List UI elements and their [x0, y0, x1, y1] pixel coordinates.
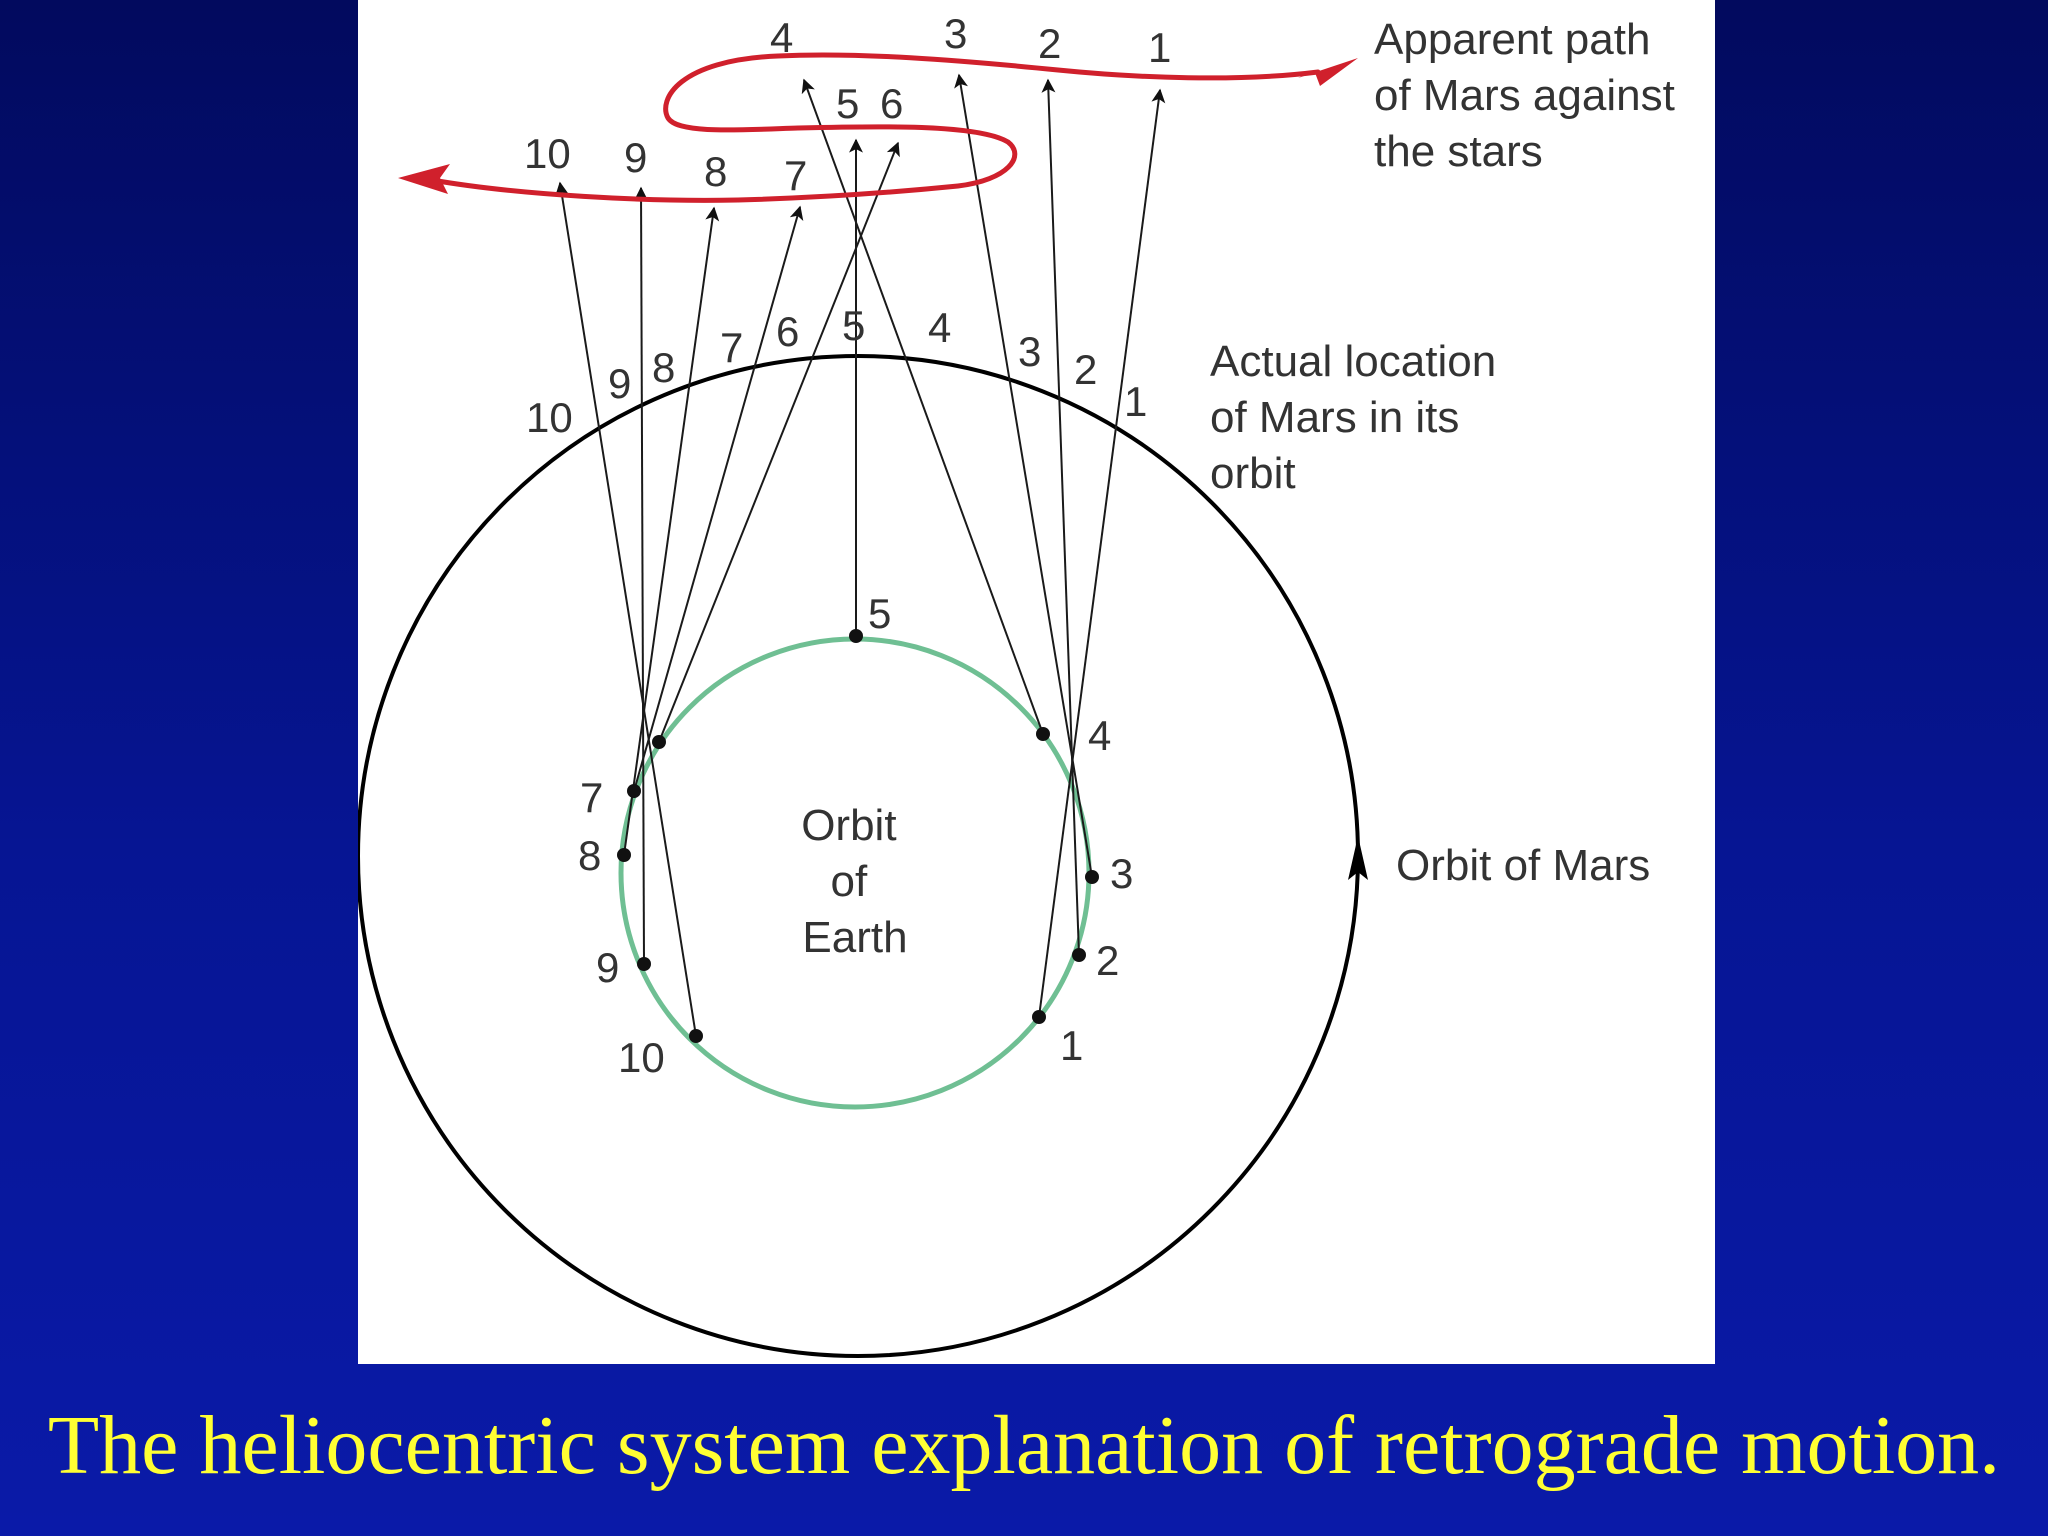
sight-lines: [555, 73, 1166, 1037]
mars-position-labels: 1 2 3 4 5 6 7 8 9 10: [526, 302, 1147, 441]
sight-line-10: [555, 181, 697, 1037]
apparent-path-label-line-1: Apparent path: [1374, 15, 1650, 64]
slide-caption: The heliocentric system explanation of r…: [47, 1399, 2001, 1492]
earth-label-10: 10: [618, 1034, 665, 1081]
apparent-position-labels: 1 2 3 4 5 6 7 8 9 10: [524, 10, 1171, 199]
sight-line-3: [954, 73, 1093, 878]
sky-label-4: 4: [770, 14, 793, 61]
earth-position-10: [689, 1029, 703, 1043]
mars-label-8: 8: [652, 344, 675, 391]
earth-label-2: 2: [1096, 937, 1119, 984]
earth-label-1: 1: [1060, 1022, 1083, 1069]
actual-location-label-line-1: Actual location: [1210, 337, 1496, 386]
sky-label-7: 7: [784, 152, 807, 199]
sky-label-8: 8: [704, 148, 727, 195]
earth-position-dots: [617, 629, 1099, 1043]
earth-position-3: [1085, 870, 1099, 884]
apparent-path-of-mars: [429, 52, 1321, 203]
apparent-path-label-line-2: of Mars against: [1374, 71, 1675, 120]
mars-label-7: 7: [720, 324, 743, 371]
orbit-of-earth-label: Orbit of Earth: [801, 801, 909, 962]
sight-line-9: [634, 186, 649, 965]
sight-line-4: [801, 78, 1044, 735]
sight-line-2: [1041, 78, 1080, 956]
sky-label-10: 10: [524, 130, 571, 177]
earth-label-8: 8: [578, 832, 601, 879]
apparent-path-label: Apparent path of Mars against the stars: [1374, 15, 1687, 176]
earth-label-5: 5: [868, 590, 891, 637]
earth-label-4: 4: [1088, 712, 1111, 759]
earth-position-6: [652, 735, 666, 749]
apparent-path-end-arrow: [398, 164, 450, 194]
actual-location-label: Actual location of Mars in its orbit: [1210, 337, 1508, 498]
earth-label-7: 7: [580, 774, 603, 821]
orbit-of-earth-label-line-2: of: [831, 857, 868, 906]
mars-label-1: 1: [1124, 378, 1147, 425]
sky-label-9: 9: [624, 134, 647, 181]
mars-label-9: 9: [608, 360, 631, 407]
sight-line-6: [658, 141, 900, 743]
sight-line-7: [633, 205, 804, 792]
mars-label-6: 6: [776, 308, 799, 355]
mars-label-3: 3: [1018, 328, 1041, 375]
earth-position-7: [627, 784, 641, 798]
sky-label-6: 6: [880, 80, 903, 127]
orbit-of-earth-label-line-3: Earth: [802, 913, 907, 962]
earth-label-9: 9: [596, 944, 619, 991]
earth-label-3: 3: [1110, 850, 1133, 897]
mars-label-4: 4: [928, 304, 951, 351]
sky-label-3: 3: [944, 10, 967, 57]
earth-position-1: [1032, 1010, 1046, 1024]
sky-label-5: 5: [836, 80, 859, 127]
sky-label-2: 2: [1038, 20, 1061, 67]
sight-line-8: [623, 206, 720, 856]
actual-location-label-line-3: orbit: [1210, 449, 1296, 498]
mars-label-2: 2: [1074, 346, 1097, 393]
earth-position-8: [617, 848, 631, 862]
orbit-of-mars-label: Orbit of Mars: [1396, 841, 1650, 890]
earth-position-9: [637, 957, 651, 971]
earth-position-5: [849, 629, 863, 643]
apparent-path-label-line-3: the stars: [1374, 127, 1543, 176]
sky-label-1: 1: [1148, 24, 1171, 71]
mars-label-5: 5: [842, 302, 865, 349]
orbit-of-earth-label-line-1: Orbit: [801, 801, 896, 850]
mars-orbit-direction-arrow: [1348, 836, 1368, 880]
actual-location-label-line-2: of Mars in its: [1210, 393, 1459, 442]
retrograde-diagram: 1 2 3 4 5 7 8 9 10 1 2 3 4 5 6 7 8 9 10 …: [358, 0, 1715, 1364]
earth-position-4: [1036, 727, 1050, 741]
mars-label-10: 10: [526, 394, 573, 441]
mars-orbit: [358, 354, 1360, 1358]
sight-line-1: [1038, 88, 1166, 1018]
apparent-path-start-arrow: [1298, 58, 1358, 86]
earth-position-labels: 1 2 3 4 5 7 8 9 10: [578, 590, 1133, 1081]
earth-position-2: [1072, 948, 1086, 962]
